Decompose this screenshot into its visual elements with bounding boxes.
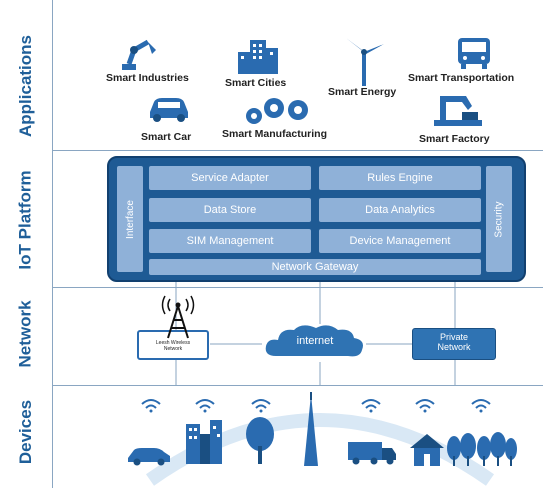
wind-turbine-icon bbox=[346, 38, 384, 86]
private-network-box: Private Network bbox=[412, 328, 496, 360]
house-icon bbox=[410, 434, 444, 466]
service-adapter-box: Service Adapter bbox=[149, 166, 311, 190]
wifi-icon bbox=[141, 399, 161, 413]
robot-arm-icon bbox=[122, 39, 156, 70]
wifi-icon bbox=[195, 399, 215, 413]
city-buildings-icon bbox=[186, 420, 222, 464]
trees-icon bbox=[447, 432, 517, 466]
interface-box: Interface bbox=[117, 166, 143, 272]
wireless-label-line2: Network bbox=[163, 346, 183, 352]
smart-industries-label: Smart Industries bbox=[106, 72, 189, 84]
iot-platform-container: Interface Security Service Adapter Rules… bbox=[107, 156, 526, 282]
wifi-icon bbox=[471, 399, 491, 413]
car-icon bbox=[128, 448, 170, 466]
sim-management-box: SIM Management bbox=[149, 229, 311, 253]
tree-icon bbox=[246, 417, 274, 464]
smart-cities-label: Smart Cities bbox=[225, 77, 287, 89]
smart-energy-label: Smart Energy bbox=[328, 86, 397, 98]
wireless-label-line1: Leesh Wireless bbox=[155, 340, 191, 346]
wifi-icon bbox=[251, 399, 271, 413]
network-divider bbox=[52, 385, 543, 386]
device-management-box: Device Management bbox=[319, 229, 481, 253]
wifi-icon bbox=[361, 399, 381, 413]
layer-vertical-divider bbox=[52, 0, 53, 488]
rules-engine-box: Rules Engine bbox=[319, 166, 481, 190]
private-network-line2: Network bbox=[437, 342, 471, 352]
gears-icon bbox=[246, 98, 308, 124]
factory-robot-icon bbox=[434, 96, 482, 126]
platform-divider bbox=[52, 287, 543, 288]
applications-divider bbox=[52, 150, 543, 151]
truck-icon bbox=[348, 442, 396, 465]
smart-transportation-label: Smart Transportation bbox=[408, 72, 515, 84]
wireless-network-box bbox=[137, 330, 209, 360]
smart-manufacturing-label: Smart Manufacturing bbox=[222, 128, 328, 140]
cell-tower-icon bbox=[161, 295, 195, 339]
security-box: Security bbox=[486, 166, 512, 272]
cell-tower-icon bbox=[304, 392, 318, 466]
network-gateway-box: Network Gateway bbox=[149, 259, 481, 275]
wireless-network-label: Leesh Wireless Network bbox=[139, 340, 207, 352]
private-network-line1: Private bbox=[439, 332, 468, 342]
smart-factory-label: Smart Factory bbox=[419, 133, 490, 145]
data-store-box: Data Store bbox=[149, 198, 311, 222]
cloud-icon bbox=[265, 325, 363, 357]
car-icon bbox=[150, 98, 188, 122]
wifi-icon bbox=[415, 399, 435, 413]
smart-car-label: Smart Car bbox=[141, 131, 192, 143]
city-buildings-icon bbox=[238, 40, 278, 74]
internet-label: internet bbox=[296, 335, 334, 347]
data-analytics-box: Data Analytics bbox=[319, 198, 481, 222]
bus-icon bbox=[458, 38, 490, 69]
